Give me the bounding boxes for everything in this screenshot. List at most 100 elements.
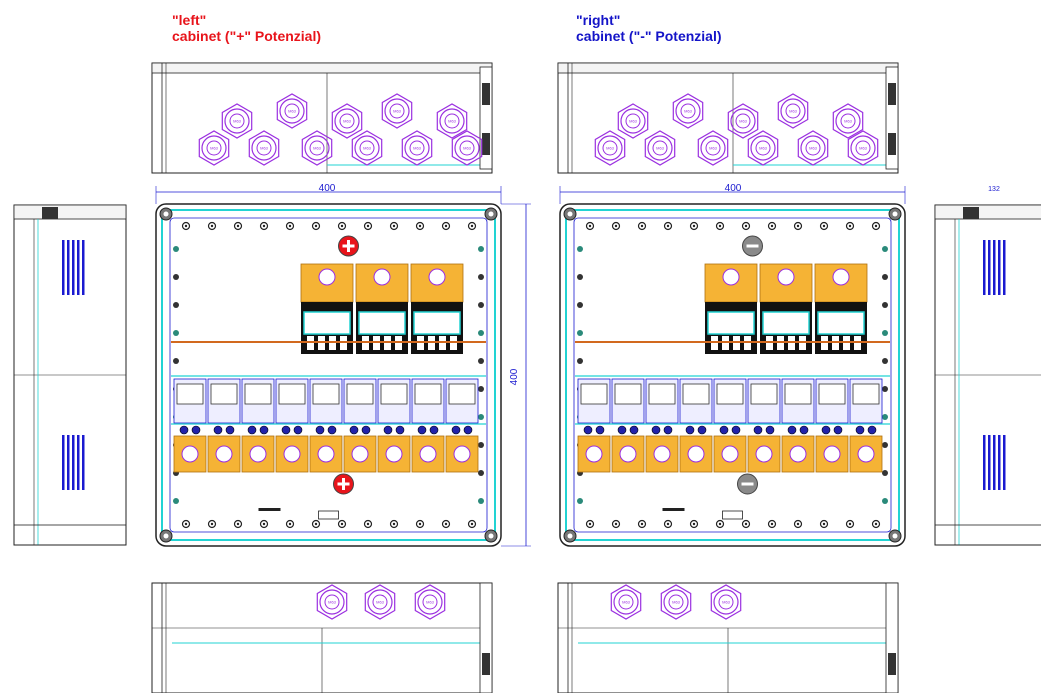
gland-nut [221,103,253,139]
polarity-bar-h [746,244,759,248]
fuse-body [380,383,408,405]
terminal-bolt [453,445,471,463]
lid-edge [934,204,1041,220]
side-screw [577,246,583,252]
gland-ring [334,108,360,134]
gland-inner [855,140,871,156]
side-screw [882,330,888,336]
mount-screw-center [236,522,240,526]
terminal-bolt [777,268,795,286]
fuse-screw [617,425,627,435]
gland-nut [747,130,779,166]
cable-gland: M63 [710,584,742,620]
fuse-body [312,383,340,405]
mount-screw-center [288,224,292,228]
fuse-body [580,383,608,405]
gland-label: M63 [260,146,269,151]
gland-inner [785,103,801,119]
gland-nut [672,93,704,129]
side-screw [173,302,179,308]
mount-screw-center [262,224,266,228]
right-cabinet-label: "right" cabinet ("-" Potenzial) [576,12,722,44]
gland-inner [229,113,245,129]
cable-gland: M63 [644,130,676,166]
cable-gland: M63 [832,103,864,139]
gland-nut [832,103,864,139]
mount-screw-center [640,522,644,526]
enclosure-frame [559,203,906,547]
mount-screw-center [848,522,852,526]
vent-slot [72,435,75,490]
vent-slot [77,240,80,295]
gland-inner [755,140,771,156]
mount-screw-center [236,224,240,228]
mount-screw-center [770,224,774,228]
corner-screw-hole [567,533,573,539]
terminal-block [713,435,747,473]
latch-side [885,582,899,693]
fuse-body [210,383,238,405]
gland-label: M63 [844,119,853,124]
gland-inner [409,140,425,156]
side-screw [577,358,583,364]
terminal-bolt [687,445,705,463]
gland-ring [750,135,776,161]
gland-ring [730,108,756,134]
mount-screw-center [796,522,800,526]
cable-gland: M63 [610,584,642,620]
mount-screw-center [822,224,826,228]
left-cabinet-label: "left" cabinet ("+" Potenzial) [172,12,321,44]
fuse-body [750,383,778,405]
mount-screw-center [614,224,618,228]
vent-slot [988,435,991,490]
side-screw [173,274,179,280]
gland-inner [324,594,340,610]
mount-screw-center [184,522,188,526]
fuse-window [358,311,406,335]
vent-slot [1003,240,1006,295]
side-screw [882,498,888,504]
fuse-screw [315,425,325,435]
mount-screw-center [210,522,214,526]
gland-inner [422,594,438,610]
cable-gland: M63 [414,584,446,620]
side-screw [478,358,484,364]
gland-inner [359,140,375,156]
gland-nut [331,103,363,139]
cable-gland: M63 [364,584,396,620]
corner-screw-hole [163,533,169,539]
mount-screw-center [666,522,670,526]
gland-nut [364,584,396,620]
latch-side [479,582,493,693]
gland-ring [620,108,646,134]
vent-slot [62,240,65,295]
gland-inner [840,113,856,129]
gland-label: M63 [789,109,798,114]
mount-screw-center [314,522,318,526]
fuse-screw [383,425,393,435]
vent-slot [67,240,70,295]
door-seal [161,209,496,541]
fuse-body [648,383,676,405]
gland-ring [251,135,277,161]
gland-label: M63 [413,146,422,151]
gland-label: M63 [656,146,665,151]
corner-screw-hole [488,211,494,217]
side-screw [882,358,888,364]
side-screw [173,330,179,336]
mounting-plate [169,217,488,533]
mount-screw-center [614,522,618,526]
mount-screw-center [874,224,878,228]
fuse-body [716,383,744,405]
gland-label: M63 [376,600,385,605]
mount-screw-center [588,224,592,228]
gland-inner [206,140,222,156]
gland-label: M63 [288,109,297,114]
cable-gland: M63 [331,103,363,139]
gland-inner [652,140,668,156]
terminal-bolt [318,268,336,286]
fuse-screw [651,425,661,435]
gland-label: M63 [426,600,435,605]
side-screw [478,274,484,280]
